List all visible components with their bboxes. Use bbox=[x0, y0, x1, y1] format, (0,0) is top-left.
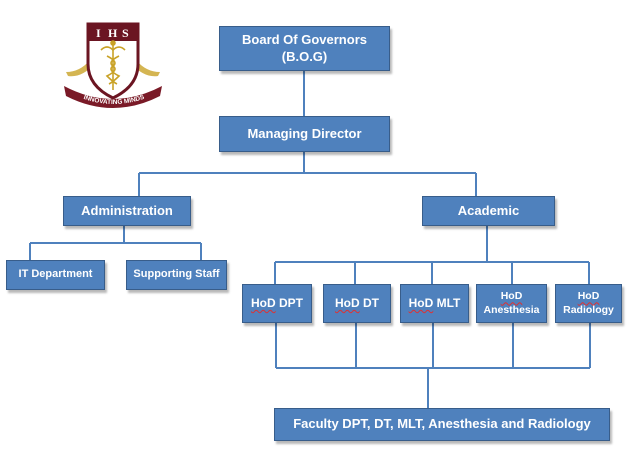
node-label: Supporting Staff bbox=[133, 268, 220, 281]
caduceus-icon bbox=[100, 40, 126, 90]
node-it-department: IT Department bbox=[6, 260, 105, 290]
node-managing-director: Managing Director bbox=[219, 116, 390, 152]
node-label-name: Radiology bbox=[563, 303, 614, 316]
node-label-name: DPT bbox=[279, 296, 303, 310]
logo-letter-h: H bbox=[108, 26, 118, 40]
node-label: Administration bbox=[81, 202, 173, 218]
node-hod-dpt: HoD DPT bbox=[242, 284, 312, 323]
node-label: Board Of Governors bbox=[242, 32, 367, 48]
node-label-hod: HoD bbox=[250, 296, 276, 310]
logo-letter-i: I bbox=[96, 26, 101, 40]
node-label-hod: HoD bbox=[408, 296, 434, 310]
node-label: IT Department bbox=[18, 268, 93, 281]
node-faculty: Faculty DPT, DT, MLT, Anesthesia and Rad… bbox=[274, 408, 610, 441]
node-hod-dt: HoD DT bbox=[323, 284, 391, 323]
node-label: Academic bbox=[457, 202, 520, 218]
node-label-hod: HoD bbox=[577, 290, 600, 303]
node-hod-anesthesia: HoD Anesthesia bbox=[476, 284, 547, 323]
logo-header-band bbox=[88, 24, 138, 41]
node-label-name: DT bbox=[363, 296, 379, 310]
node-label-name: Anesthesia bbox=[483, 303, 540, 316]
node-hod-radiology: HoD Radiology bbox=[555, 284, 622, 323]
node-academic: Academic bbox=[422, 196, 555, 226]
node-supporting-staff: Supporting Staff bbox=[126, 260, 227, 290]
node-label: Managing Director bbox=[247, 125, 362, 141]
node-board-of-governors: Board Of Governors (B.O.G) bbox=[219, 26, 390, 71]
node-administration: Administration bbox=[63, 196, 191, 226]
node-label: (B.O.G) bbox=[281, 48, 328, 64]
ihs-logo: I H S INNOVATING MINDS bbox=[64, 22, 162, 108]
node-label-hod: HoD bbox=[334, 296, 360, 310]
node-hod-mlt: HoD MLT bbox=[400, 284, 469, 323]
logo-letter-s: S bbox=[122, 26, 129, 40]
node-label-name: MLT bbox=[436, 296, 461, 310]
node-label-hod: HoD bbox=[500, 290, 523, 303]
node-label: Faculty DPT, DT, MLT, Anesthesia and Rad… bbox=[293, 416, 591, 432]
logo-ribbon bbox=[64, 86, 162, 108]
